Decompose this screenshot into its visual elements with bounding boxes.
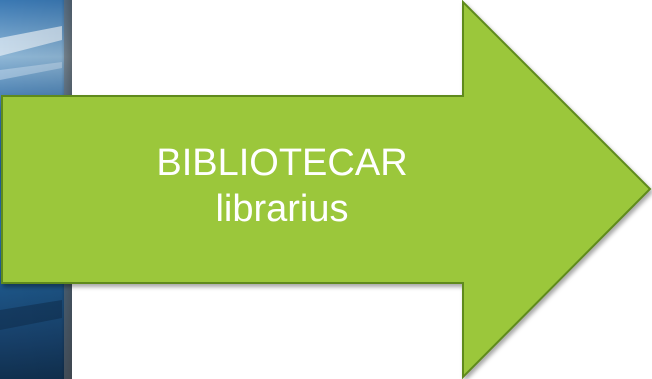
arrow-label: BIBLIOTECAR librarius [82,140,482,232]
arrow-label-line2: librarius [82,186,482,232]
arrow-label-line1: BIBLIOTECAR [82,140,482,186]
